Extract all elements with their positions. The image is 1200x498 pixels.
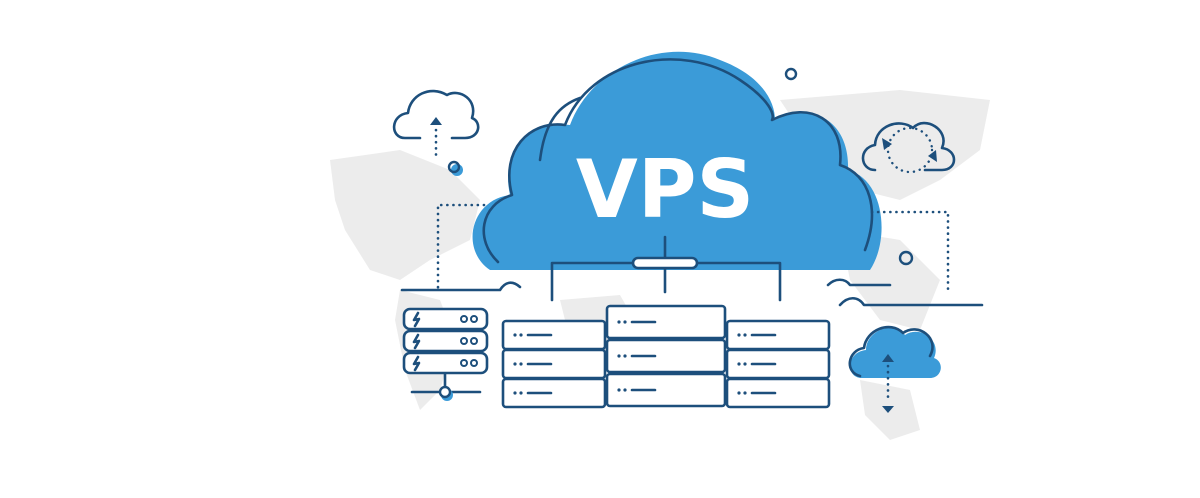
lightning-icon bbox=[412, 355, 421, 372]
server-unit bbox=[501, 348, 607, 380]
server-unit bbox=[605, 304, 727, 340]
server-unit bbox=[605, 372, 727, 408]
download-cloud-icon bbox=[848, 325, 941, 413]
vps-title: VPS bbox=[576, 143, 754, 236]
server-unit bbox=[725, 348, 831, 380]
decor-circle bbox=[784, 67, 798, 81]
server-racks bbox=[501, 304, 831, 409]
upload-cloud-icon bbox=[392, 89, 480, 176]
lightning-icon bbox=[412, 333, 421, 350]
main-cloud: VPS bbox=[472, 51, 882, 271]
server-unit bbox=[501, 377, 607, 409]
mini-server-stack bbox=[402, 307, 489, 401]
dotted-links bbox=[436, 203, 950, 292]
server-unit bbox=[725, 319, 831, 351]
horizon-lines bbox=[400, 278, 984, 307]
mini-server-unit bbox=[402, 307, 489, 331]
mini-server-unit bbox=[402, 329, 489, 353]
server-unit bbox=[501, 319, 607, 351]
mini-server-unit bbox=[402, 351, 489, 375]
server-unit bbox=[725, 377, 831, 409]
cloud-connectors bbox=[550, 235, 782, 302]
lightning-icon bbox=[412, 311, 421, 328]
sync-cloud-icon bbox=[861, 121, 956, 174]
server-unit bbox=[605, 338, 727, 374]
decor-circle bbox=[898, 250, 914, 266]
